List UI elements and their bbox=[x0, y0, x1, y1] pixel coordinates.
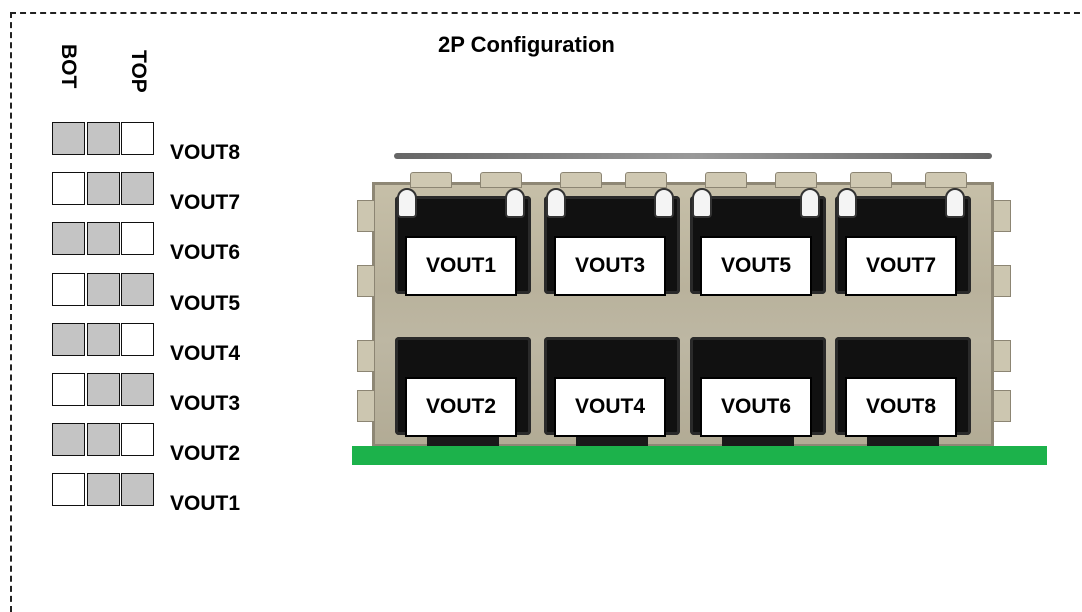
switch-cell bbox=[121, 423, 154, 456]
switch-row bbox=[52, 172, 156, 205]
switch-cell bbox=[121, 222, 154, 255]
side-tab bbox=[993, 265, 1011, 297]
led-latch bbox=[800, 188, 820, 218]
switch-cell bbox=[52, 323, 85, 356]
switch-cell bbox=[87, 373, 120, 406]
switch-cell bbox=[121, 323, 154, 356]
switch-cell bbox=[52, 222, 85, 255]
led-latch bbox=[546, 188, 566, 218]
port-label: VOUT1 bbox=[405, 236, 517, 296]
port-label: VOUT2 bbox=[405, 377, 517, 437]
side-tab bbox=[993, 390, 1011, 422]
switch-row bbox=[52, 473, 156, 506]
top-column-label: TOP bbox=[126, 50, 150, 93]
switch-row-label: VOUT5 bbox=[170, 292, 240, 316]
led-latch bbox=[654, 188, 674, 218]
switch-row-label: VOUT3 bbox=[170, 392, 240, 416]
switch-cell bbox=[121, 473, 154, 506]
pcb-green-bar bbox=[352, 446, 1047, 465]
port-label: VOUT8 bbox=[845, 377, 957, 437]
switch-cell bbox=[87, 323, 120, 356]
switch-cell bbox=[52, 373, 85, 406]
switch-cell bbox=[87, 273, 120, 306]
connector-top-tabs bbox=[380, 172, 992, 188]
switch-row bbox=[52, 423, 156, 456]
switch-cell bbox=[52, 122, 85, 155]
switch-row bbox=[52, 323, 156, 356]
switch-cell bbox=[52, 172, 85, 205]
side-tab bbox=[357, 265, 375, 297]
switch-row bbox=[52, 273, 156, 306]
switch-cell bbox=[52, 473, 85, 506]
port-label: VOUT5 bbox=[700, 236, 812, 296]
switch-cell bbox=[52, 423, 85, 456]
led-latch bbox=[505, 188, 525, 218]
switch-cell bbox=[87, 423, 120, 456]
switch-row-label: VOUT1 bbox=[170, 492, 240, 516]
switch-cell bbox=[87, 172, 120, 205]
side-tab bbox=[993, 340, 1011, 372]
switch-cell bbox=[52, 273, 85, 306]
port-label: VOUT4 bbox=[554, 377, 666, 437]
switch-row-label: VOUT7 bbox=[170, 191, 240, 215]
bot-column-label: BOT bbox=[56, 44, 80, 88]
side-tab bbox=[357, 200, 375, 232]
side-tab bbox=[357, 390, 375, 422]
port-label: VOUT3 bbox=[554, 236, 666, 296]
diagram-title: 2P Configuration bbox=[438, 32, 615, 58]
switch-row-label: VOUT6 bbox=[170, 241, 240, 265]
switch-row bbox=[52, 122, 156, 155]
switch-row-label: VOUT8 bbox=[170, 141, 240, 165]
port-label: VOUT6 bbox=[700, 377, 812, 437]
switch-cell bbox=[87, 122, 120, 155]
switch-cell bbox=[121, 172, 154, 205]
switch-cell bbox=[121, 273, 154, 306]
side-tab bbox=[993, 200, 1011, 232]
led-latch bbox=[945, 188, 965, 218]
switch-cell bbox=[87, 222, 120, 255]
switch-cell bbox=[121, 122, 154, 155]
led-latch bbox=[837, 188, 857, 218]
switch-cell bbox=[121, 373, 154, 406]
dip-switch-grid bbox=[52, 122, 156, 524]
switch-row-label: VOUT2 bbox=[170, 442, 240, 466]
led-latch bbox=[397, 188, 417, 218]
switch-cell bbox=[87, 473, 120, 506]
port-label: VOUT7 bbox=[845, 236, 957, 296]
switch-row bbox=[52, 222, 156, 255]
switch-row bbox=[52, 373, 156, 406]
led-latch bbox=[692, 188, 712, 218]
side-tab bbox=[357, 340, 375, 372]
connector-pin-bar bbox=[394, 153, 992, 159]
switch-row-label: VOUT4 bbox=[170, 342, 240, 366]
